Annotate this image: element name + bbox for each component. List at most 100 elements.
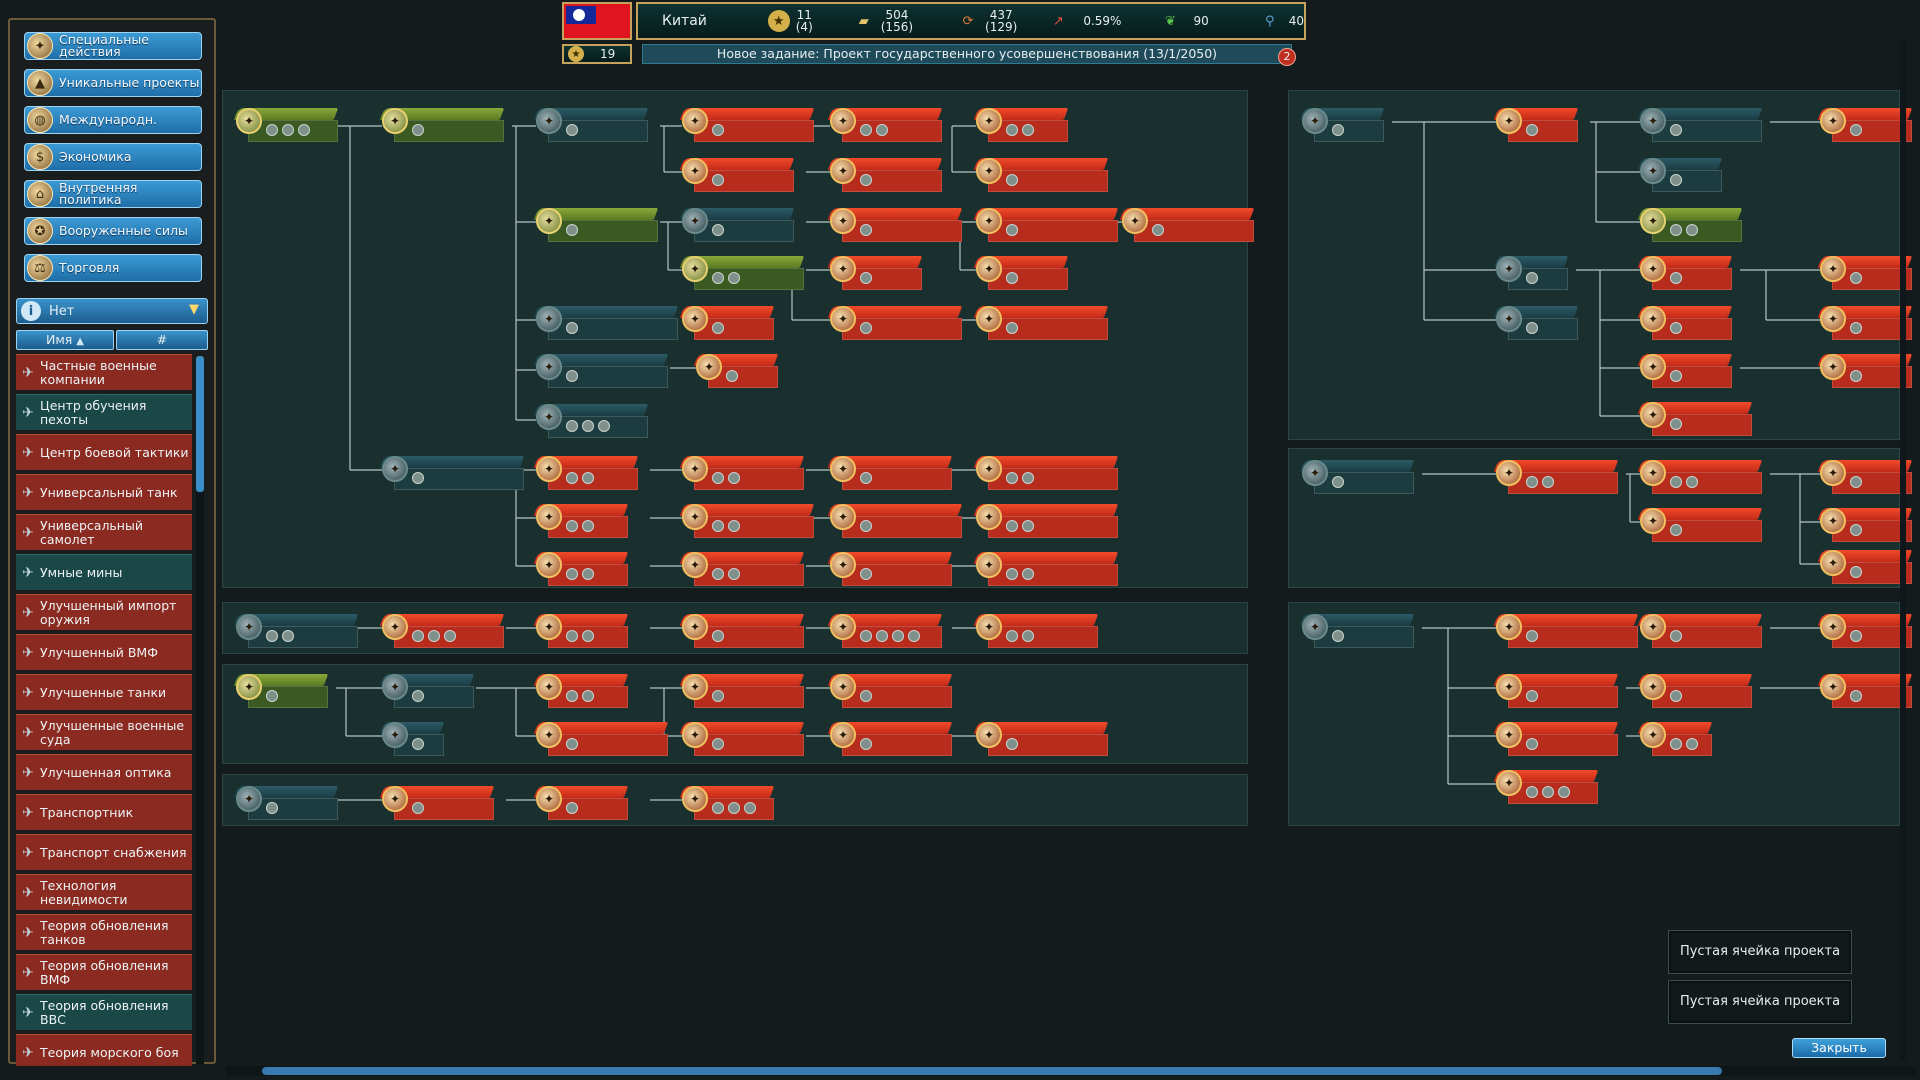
tech-node[interactable]: ✦ xyxy=(533,722,676,758)
tech-node[interactable]: ✦ xyxy=(233,614,366,650)
tasks-badge[interactable]: ★19 xyxy=(562,44,632,64)
tech-node[interactable]: ✦ xyxy=(1817,614,1920,650)
stat-research[interactable]: ⚲40 xyxy=(1259,10,1304,32)
tech-node[interactable]: ✦ xyxy=(533,786,636,822)
tech-node[interactable]: ✦ xyxy=(233,108,346,144)
list-item[interactable]: ✈Улучшенные танки xyxy=(16,674,192,710)
category-armed-forces[interactable]: ✪Вооруженные силы xyxy=(24,217,202,245)
list-item[interactable]: ✈Частные военные компании xyxy=(16,354,192,390)
tech-node[interactable]: ✦ xyxy=(679,722,812,758)
tech-node[interactable]: ✦ xyxy=(679,108,822,144)
list-item[interactable]: ✈Универсальный самолет xyxy=(16,514,192,550)
filter-dropdown[interactable]: i Нет ▼ xyxy=(16,298,208,324)
stat-money[interactable]: ▰504(156) xyxy=(853,9,913,33)
country-flag[interactable] xyxy=(562,2,632,40)
tech-node[interactable]: ✦ xyxy=(973,504,1126,540)
tech-node[interactable]: ✦ xyxy=(973,256,1076,292)
tech-node[interactable]: ✦ xyxy=(827,722,960,758)
tech-node[interactable]: ✦ xyxy=(533,404,656,440)
tech-node[interactable]: ✦ xyxy=(973,158,1116,194)
tech-node[interactable]: ✦ xyxy=(379,108,512,144)
stat-cycle[interactable]: ⟳437(129) xyxy=(957,9,1018,33)
list-item[interactable]: ✈Улучшенные военные суда xyxy=(16,714,192,750)
tech-node[interactable]: ✦ xyxy=(1493,256,1576,292)
tech-node[interactable]: ✦ xyxy=(1637,460,1770,496)
list-item[interactable]: ✈Умные мины xyxy=(16,554,192,590)
close-button[interactable]: Закрыть xyxy=(1792,1038,1886,1058)
vertical-scrollbar[interactable] xyxy=(1900,40,1906,1060)
tech-node[interactable]: ✦ xyxy=(1119,208,1262,244)
list-item[interactable]: ✈Теория морского боя xyxy=(16,1034,192,1066)
tech-node[interactable]: ✦ xyxy=(1493,306,1586,342)
tech-node[interactable]: ✦ xyxy=(1817,306,1920,342)
tech-node[interactable]: ✦ xyxy=(1299,614,1422,650)
sort-by-number-button[interactable]: # xyxy=(116,330,208,350)
tech-node[interactable]: ✦ xyxy=(679,614,812,650)
tech-node[interactable]: ✦ xyxy=(1299,108,1392,144)
tech-node[interactable]: ✦ xyxy=(533,674,636,710)
tech-node[interactable]: ✦ xyxy=(973,108,1076,144)
list-item[interactable]: ✈Центр боевой тактики xyxy=(16,434,192,470)
tech-node[interactable]: ✦ xyxy=(1817,354,1920,390)
tech-node[interactable]: ✦ xyxy=(679,208,802,244)
category-international[interactable]: ◍Международн. xyxy=(24,106,202,134)
tech-node[interactable]: ✦ xyxy=(379,786,502,822)
tech-node[interactable]: ✦ xyxy=(1493,460,1626,496)
horizontal-scrollbar-thumb[interactable] xyxy=(262,1067,1722,1075)
tech-node[interactable]: ✦ xyxy=(827,108,950,144)
tech-node[interactable]: ✦ xyxy=(1637,674,1760,710)
list-item[interactable]: ✈Улучшенный ВМФ xyxy=(16,634,192,670)
tech-node[interactable]: ✦ xyxy=(379,614,512,650)
list-item[interactable]: ✈Улучшенная оптика xyxy=(16,754,192,790)
tech-node[interactable]: ✦ xyxy=(533,354,676,390)
category-trade[interactable]: ⚖Торговля xyxy=(24,254,202,282)
tech-node[interactable]: ✦ xyxy=(533,306,686,342)
stat-growth[interactable]: ↗0.59% xyxy=(1047,10,1122,32)
list-item[interactable]: ✈Теория обновления танков xyxy=(16,914,192,950)
list-item[interactable]: ✈Улучшенный импорт оружия xyxy=(16,594,192,630)
tech-node[interactable]: ✦ xyxy=(533,208,666,244)
list-scrollbar[interactable] xyxy=(196,356,204,1064)
stat-approval[interactable]: ❦90 xyxy=(1159,10,1209,32)
empty-project-slot-1[interactable]: Пустая ячейка проекта xyxy=(1668,930,1852,974)
tech-node[interactable]: ✦ xyxy=(679,456,812,492)
tech-node[interactable]: ✦ xyxy=(1637,256,1740,292)
tech-node[interactable]: ✦ xyxy=(1817,508,1920,544)
tech-node[interactable]: ✦ xyxy=(973,552,1126,588)
category-special-actions[interactable]: ✦Специальные действия xyxy=(24,32,202,60)
tech-node[interactable]: ✦ xyxy=(1493,770,1606,806)
tech-node[interactable]: ✦ xyxy=(533,456,646,492)
tech-node[interactable]: ✦ xyxy=(379,674,482,710)
tech-node[interactable]: ✦ xyxy=(973,208,1126,244)
category-unique-projects[interactable]: ▲Уникальные проекты xyxy=(24,69,202,97)
tech-node[interactable]: ✦ xyxy=(827,504,970,540)
category-domestic-policy[interactable]: ⌂Внутренняя политика xyxy=(24,180,202,208)
tech-node[interactable]: ✦ xyxy=(533,504,636,540)
tech-node[interactable]: ✦ xyxy=(1493,674,1626,710)
tech-node[interactable]: ✦ xyxy=(679,674,812,710)
tech-node[interactable]: ✦ xyxy=(679,504,822,540)
tech-node[interactable]: ✦ xyxy=(679,786,782,822)
tech-node[interactable]: ✦ xyxy=(1637,508,1770,544)
list-item[interactable]: ✈Центр обучения пехоты xyxy=(16,394,192,430)
tech-node[interactable]: ✦ xyxy=(1817,108,1920,144)
tech-node[interactable]: ✦ xyxy=(533,552,636,588)
tech-node[interactable]: ✦ xyxy=(1817,674,1920,710)
tech-node[interactable]: ✦ xyxy=(827,552,960,588)
tech-node[interactable]: ✦ xyxy=(233,786,346,822)
tech-node[interactable]: ✦ xyxy=(679,256,812,292)
tech-node[interactable]: ✦ xyxy=(1637,614,1770,650)
tech-node[interactable]: ✦ xyxy=(827,674,960,710)
news-ticker[interactable]: Новое задание: Проект государственного у… xyxy=(642,44,1292,64)
stat-stars[interactable]: ★11(4) xyxy=(767,9,813,33)
list-scrollbar-thumb[interactable] xyxy=(196,356,204,492)
tech-node[interactable]: ✦ xyxy=(1637,108,1770,144)
list-item[interactable]: ✈Теория обновления ВМФ xyxy=(16,954,192,990)
list-item[interactable]: ✈Транспортник xyxy=(16,794,192,830)
tech-node[interactable]: ✦ xyxy=(1493,722,1626,758)
tech-node[interactable]: ✦ xyxy=(1637,306,1740,342)
tech-node[interactable]: ✦ xyxy=(379,722,452,758)
empty-project-slot-2[interactable]: Пустая ячейка проекта xyxy=(1668,980,1852,1024)
tech-node[interactable]: ✦ xyxy=(533,614,636,650)
list-item[interactable]: ✈Теория обновления ВВС xyxy=(16,994,192,1030)
